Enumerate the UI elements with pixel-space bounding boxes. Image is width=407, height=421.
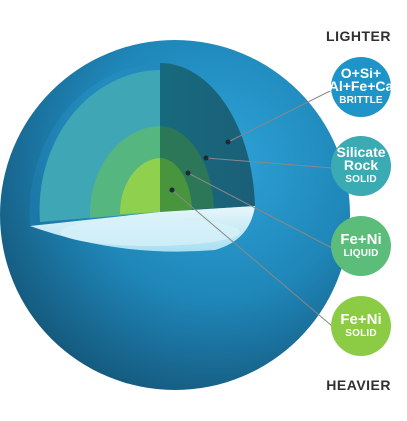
heavier-label: HEAVIER xyxy=(326,377,391,393)
badge-crust-line-1: O+Si+ xyxy=(340,65,382,81)
anchor-dot-outer-core xyxy=(185,170,191,176)
connector-mantle xyxy=(205,157,333,169)
connector-inner-core xyxy=(171,189,333,327)
lighter-label: LIGHTER xyxy=(326,28,391,44)
badge-mantle-state: SOLID xyxy=(345,174,377,185)
anchor-dot-mantle xyxy=(203,155,209,161)
badge-mantle-line-2: Rock xyxy=(343,157,379,173)
badge-crust: O+Si+ Al+Fe+Ca BRITTLE xyxy=(328,57,394,117)
anchor-dot-crust xyxy=(225,139,231,145)
cut-floor-glow xyxy=(60,218,240,246)
cut-wall-inner-core xyxy=(160,157,192,212)
inner-core-face xyxy=(119,158,160,214)
connector-lines xyxy=(171,89,333,327)
badge-outer-core-state: LIQUID xyxy=(343,247,379,259)
badge-mantle-line-1: Silicate xyxy=(336,144,386,160)
anchor-dot-inner-core xyxy=(169,187,175,193)
connector-outer-core xyxy=(187,172,333,249)
badge-crust-line-2: Al+Fe+Ca xyxy=(328,78,394,94)
badge-inner-core-state: SOLID xyxy=(345,327,377,339)
badge-inner-core: Fe+Ni SOLID xyxy=(331,296,391,356)
badge-outer-core-line-1: Fe+Ni xyxy=(340,230,382,248)
badge-outer-core: Fe+Ni LIQUID xyxy=(331,216,391,276)
badge-inner-core-line-1: Fe+Ni xyxy=(340,310,382,328)
badge-mantle: Silicate Rock SOLID xyxy=(331,136,391,196)
connector-crust xyxy=(227,89,333,143)
badge-crust-state: BRITTLE xyxy=(339,95,383,106)
anchor-dots xyxy=(169,139,231,193)
